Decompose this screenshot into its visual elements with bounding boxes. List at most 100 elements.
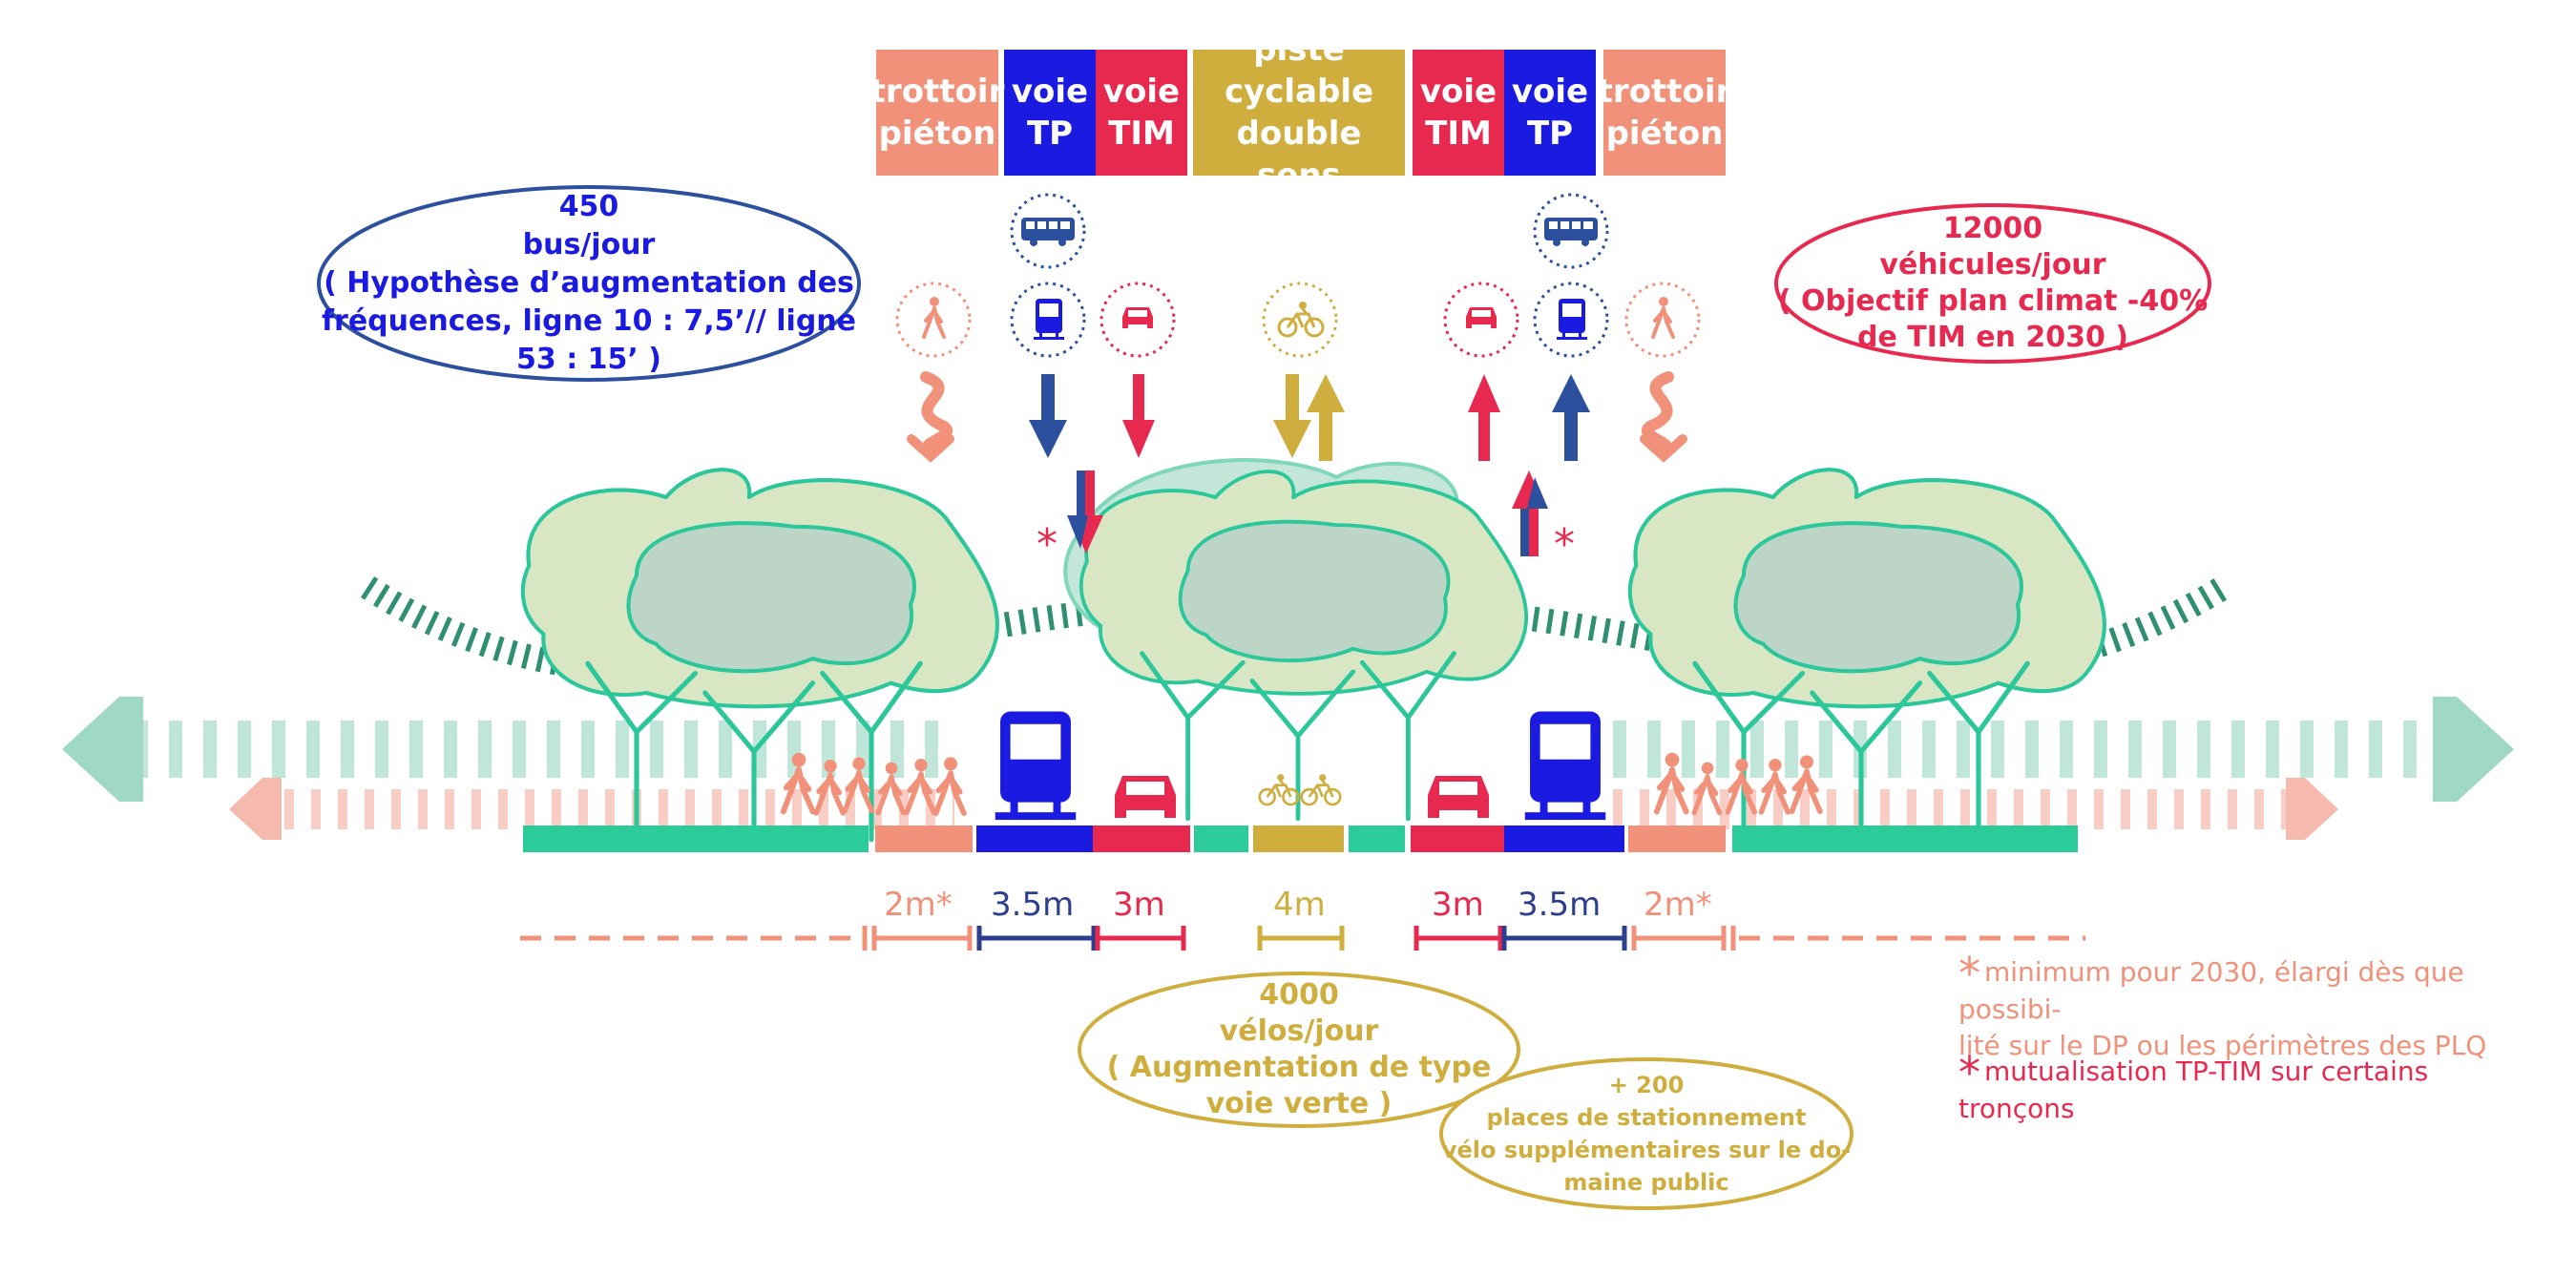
lane-label-line1: piste — [1253, 31, 1345, 69]
width-label-cycle: 4m — [1273, 886, 1326, 924]
bus-note-line1: ( Hypothèse d’augmentation des — [324, 266, 854, 300]
arrow-up-cycle-icon — [1307, 374, 1345, 461]
footnote-minimum-line2: lité sur le DP ou les périmètres des PLQ — [1958, 1030, 2487, 1061]
bus-count: 450 — [558, 190, 619, 223]
bus-note-line3: 53 : 15’ ) — [516, 343, 661, 376]
lane-label-line3: double sens — [1236, 115, 1362, 195]
lane-label-line2: TIM — [1425, 115, 1492, 153]
cycle-strip — [1253, 826, 1344, 852]
footnote-star: * — [1958, 948, 1980, 999]
car-icon-left — [1100, 282, 1176, 358]
car-left — [1115, 776, 1176, 818]
green-strip-left — [523, 826, 869, 852]
lane-label-line2: TP — [1026, 115, 1074, 153]
sidewalk-strip-right — [1628, 826, 1726, 852]
shared-arrow-up-icon — [1512, 470, 1548, 556]
sidewalk-strip-left — [875, 826, 973, 852]
pink-arrow-right-icon — [2286, 778, 2338, 840]
arrow-down-tim-left-icon — [1122, 374, 1155, 458]
arrow-down-tp-left-icon — [1029, 374, 1067, 458]
tram-icon-left — [1010, 282, 1086, 358]
footnote-star: * — [1958, 1047, 1980, 1098]
pedestrian-icon-left — [895, 282, 972, 358]
wavy-arrow-left-icon — [907, 371, 954, 463]
car-info: 12000 véhicules/jour ( Objectif plan cli… — [1776, 205, 2209, 362]
lane-box-trottoir-right — [1603, 50, 1726, 176]
lane-label-line1: voie — [1011, 73, 1089, 111]
green-strip-center-right — [1349, 826, 1405, 852]
tram-icon-right — [1533, 282, 1609, 358]
footnote-mutualisation: *mutualisation TP-TIM sur certains tronç… — [1958, 1051, 2550, 1127]
lane-label-tp-right: voie TP — [1504, 50, 1596, 176]
bicycle-icon — [1262, 282, 1338, 358]
parking-count: + 200 — [1608, 1072, 1685, 1098]
arrow-up-tim-right-icon — [1468, 374, 1500, 461]
lane-box-trottoir-left — [876, 50, 998, 176]
asterisk-right: * — [1554, 520, 1575, 569]
arrow-down-cycle-icon — [1273, 374, 1311, 458]
bike-note-line2: voie verte ) — [1205, 1087, 1393, 1120]
car-note-line2: de TIM en 2030 ) — [1857, 321, 2128, 354]
lane-label-line2: TP — [1526, 115, 1574, 153]
car-count: 12000 — [1942, 212, 2043, 245]
lane-label-trottoir-left: trottoir piéton — [870, 50, 1005, 176]
tree-center — [1081, 471, 1526, 819]
lane-box-tim-left — [1096, 50, 1187, 176]
lane-label-cycle: piste cyclable double sens — [1193, 31, 1405, 195]
green-strip-center-left — [1194, 826, 1248, 852]
width-label-tp-left: 3.5m — [991, 886, 1075, 924]
car-unit: véhicules/jour — [1879, 248, 2106, 282]
parking-note-line2: vélo supplémentaires sur le do- — [1441, 1137, 1852, 1163]
lane-label-tim-left: voie TIM — [1096, 50, 1187, 176]
tim-strip-right — [1411, 826, 1504, 852]
bike-unit: vélos/jour — [1219, 1014, 1379, 1048]
bus-icon-left — [1010, 193, 1086, 269]
dimension-lines — [520, 926, 2085, 951]
bus-unit: bus/jour — [522, 228, 656, 261]
tim-strip-left — [1093, 826, 1190, 852]
arrow-up-tp-right-icon — [1552, 374, 1590, 461]
green-arrow-left-icon — [62, 697, 143, 802]
lane-label-line2: piéton — [1605, 115, 1724, 153]
pedestrian-icon-right — [1624, 282, 1701, 358]
car-info-ellipse — [1774, 203, 2211, 364]
lane-label-line2: TIM — [1108, 115, 1175, 153]
lane-label-tim-right: voie TIM — [1413, 50, 1504, 176]
bike-count: 4000 — [1259, 978, 1339, 1012]
width-label-trottoir-left: 2m* — [884, 886, 953, 924]
lane-label-line2: cyclable — [1224, 73, 1374, 111]
bus-info-ellipse — [317, 185, 861, 382]
parking-info: + 200 places de stationnement vélo suppl… — [1441, 1059, 1852, 1208]
green-strip-right — [1732, 826, 2078, 852]
lane-box-tim-right — [1413, 50, 1504, 176]
tram-left — [995, 711, 1077, 821]
car-note-line1: ( Objectif plan climat -40% — [1777, 284, 2209, 318]
lane-label-line1: voie — [1511, 73, 1589, 111]
parking-info-ellipse — [1439, 1057, 1853, 1210]
lane-label-line2: piéton — [878, 115, 996, 153]
lane-label-line1: voie — [1102, 73, 1181, 111]
wavy-arrow-right-icon — [1640, 371, 1687, 463]
parking-note-line3: maine public — [1563, 1169, 1729, 1196]
width-label-tim-left: 3m — [1113, 886, 1165, 924]
tram-right — [1524, 711, 1606, 821]
lane-label-line1: voie — [1419, 73, 1497, 111]
lane-label-trottoir-right: trottoir piéton — [1598, 50, 1732, 176]
shared-arrow-down-icon — [1067, 470, 1103, 554]
width-label-tp-right: 3.5m — [1518, 886, 1602, 924]
car-right — [1428, 776, 1489, 818]
car-icon-right — [1443, 282, 1519, 358]
footnote-minimum: *minimum pour 2030, élargi dès que possi… — [1958, 951, 2550, 1064]
lane-label-line1: trottoir — [869, 73, 1005, 111]
lane-box-tp-left — [1004, 50, 1096, 176]
width-label-trottoir-right: 2m* — [1644, 886, 1712, 924]
footnote-minimum-line1: minimum pour 2030, élargi dès que possib… — [1958, 956, 2464, 1025]
pink-arrow-left-icon — [229, 778, 282, 840]
bus-note-line2: fréquences, ligne 10 : 7,5’// ligne — [321, 304, 857, 338]
bus-info: 450 bus/jour ( Hypothèse d’augmentation … — [319, 187, 859, 380]
tp-strip-left — [976, 826, 1093, 852]
tp-strip-right — [1504, 826, 1624, 852]
width-label-tim-right: 3m — [1432, 886, 1484, 924]
bike-info: 4000 vélos/jour ( Augmentation de type v… — [1079, 973, 1518, 1126]
bus-icon-right — [1533, 193, 1609, 269]
